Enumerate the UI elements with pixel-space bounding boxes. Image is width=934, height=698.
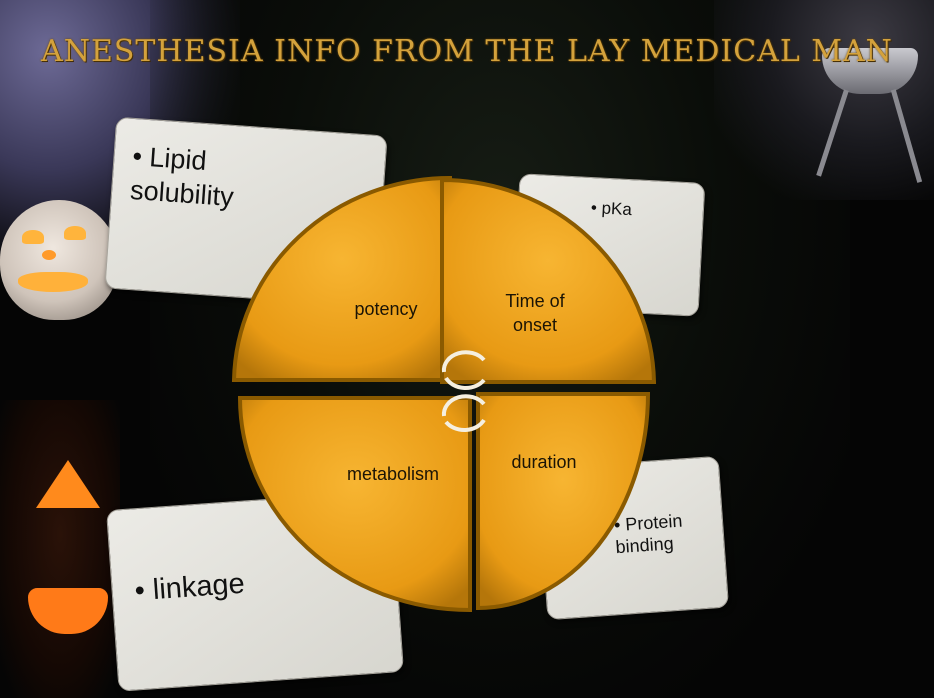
quadrant-label-duration: duration (511, 452, 576, 472)
quadrant-duration (476, 392, 651, 611)
quadrant-label-metabolism: metabolism (347, 464, 439, 484)
jack-o-lantern-eye (36, 460, 100, 508)
slide-title: ANESTHESIA INFO FROM THE LAY MEDICAL MAN (41, 34, 893, 69)
quadrant-onset (440, 177, 657, 384)
white-pumpkin-image (0, 200, 118, 320)
quadrant-potency (231, 175, 452, 382)
quadrant-label-onset-2: onset (513, 315, 557, 335)
quadrant-label-potency: potency (354, 299, 417, 319)
pumpkin-nose (42, 250, 56, 260)
pumpkin-eye (64, 226, 86, 240)
pumpkin-eye (22, 230, 44, 244)
jack-o-lantern-image (0, 400, 120, 698)
cauldron-pot (822, 48, 918, 94)
pumpkin-mouth (18, 272, 88, 292)
quadrant-metabolism (237, 396, 472, 613)
refresh-arrows-icon (441, 350, 486, 432)
cauldron-image (816, 28, 926, 188)
quadrant-label-onset-1: Time of (505, 291, 565, 311)
